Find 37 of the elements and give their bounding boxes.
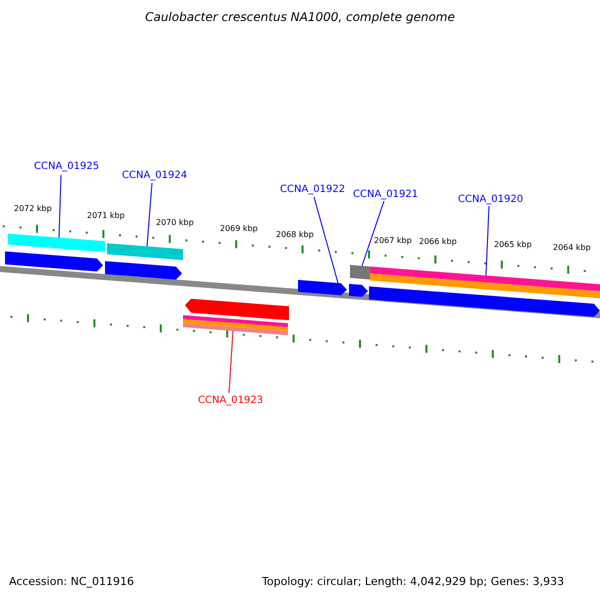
gene-feature xyxy=(369,286,600,317)
gene-feature xyxy=(349,284,368,297)
gene-label: CCNA_01923 xyxy=(198,396,264,406)
footer-text: Accession: NC_011916 xyxy=(9,576,134,587)
gene-label: CCNA_01922 xyxy=(280,185,346,195)
gene-feature-bar xyxy=(370,266,600,292)
leader-line xyxy=(314,196,338,284)
gene-label: CCNA_01920 xyxy=(458,195,524,205)
gene-feature xyxy=(298,280,347,296)
scale-label: 2068 kbp xyxy=(276,231,314,239)
gene-feature-bar xyxy=(350,264,370,280)
footer-text: Topology: circular; Length: 4,042,929 bp; Genes: 3,933 xyxy=(262,576,564,587)
gene-feature xyxy=(185,298,289,320)
leader-line xyxy=(362,200,384,266)
gene-label: CCNA_01924 xyxy=(122,171,188,181)
gene-label: CCNA_01925 xyxy=(34,162,100,172)
scale-label: 2064 kbp xyxy=(553,244,591,252)
gene-feature-bar xyxy=(183,315,288,328)
scale-label: 2071 kbp xyxy=(87,212,125,220)
gene-feature-bar xyxy=(8,234,105,252)
scale-label: 2066 kbp xyxy=(419,238,457,246)
gene-feature-bar xyxy=(107,243,183,260)
leader-line xyxy=(228,330,234,394)
gene-feature xyxy=(5,251,103,272)
gene-feature-bar xyxy=(370,274,600,299)
gene-feature-bar xyxy=(183,323,288,336)
gene-label: CCNA_01921 xyxy=(353,190,418,200)
scale-label: 2067 kbp xyxy=(374,237,412,245)
gene-feature xyxy=(105,261,182,280)
leader-line xyxy=(146,182,152,247)
scale-label: 2069 kbp xyxy=(220,225,258,233)
title: Caulobacter crescentus NA1000, complete genome xyxy=(144,11,456,23)
leader-line xyxy=(486,206,490,276)
scale-label: 2072 kbp xyxy=(14,205,52,213)
scale-label: 2070 kbp xyxy=(156,219,194,227)
leader-line xyxy=(58,174,62,238)
scale-label: 2065 kbp xyxy=(494,241,532,249)
